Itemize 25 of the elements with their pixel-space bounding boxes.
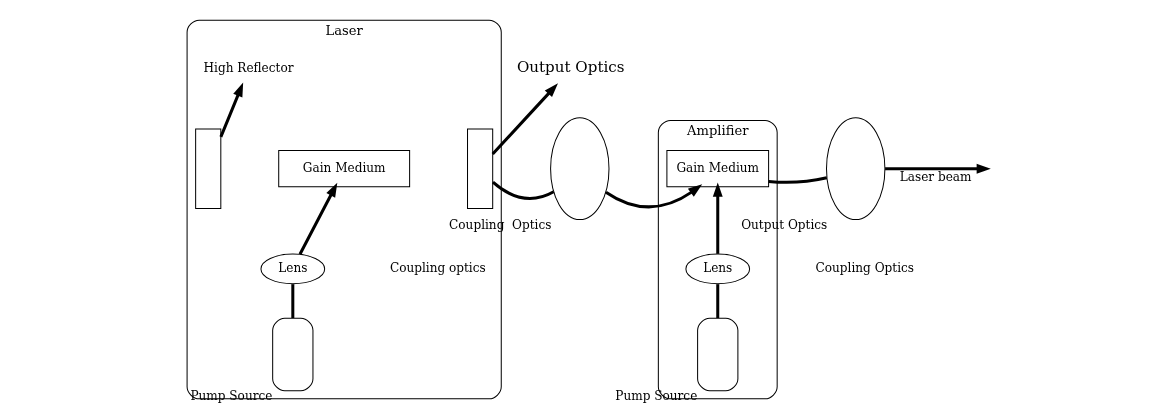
node-box xyxy=(194,128,221,209)
node-circle xyxy=(549,117,609,221)
node-ellipse: Lens xyxy=(259,253,325,285)
node-box: Gain Medium xyxy=(277,150,410,188)
label: Coupling Optics xyxy=(815,261,914,276)
node-box: Gain Medium xyxy=(665,150,769,188)
node-circle xyxy=(825,117,885,221)
node-text: Output Optics xyxy=(516,58,625,77)
arrow xyxy=(491,83,558,156)
arrow xyxy=(884,163,991,174)
arrow xyxy=(604,184,702,209)
node-box xyxy=(696,317,738,392)
label: Coupling optics xyxy=(389,261,486,276)
node-ellipse: Lens xyxy=(684,253,750,285)
connector xyxy=(491,180,554,200)
arrow xyxy=(298,182,337,255)
edge-label: Laser beam xyxy=(899,170,971,185)
node-text: High Reflector xyxy=(203,60,293,75)
node-box xyxy=(271,317,313,392)
connector xyxy=(290,284,294,319)
arrow xyxy=(218,82,243,138)
connector xyxy=(768,176,827,184)
node-box xyxy=(466,128,493,209)
arrow xyxy=(712,182,723,254)
connector xyxy=(715,284,719,319)
